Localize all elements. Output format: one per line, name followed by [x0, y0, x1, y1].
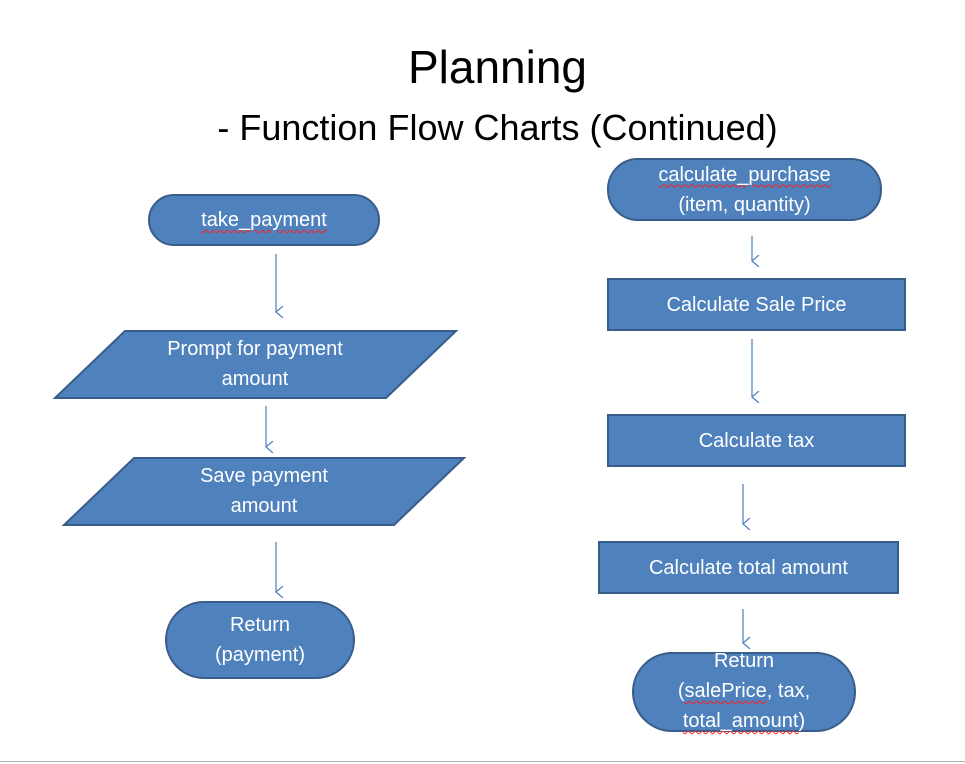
calculate-sale-price-process — [607, 278, 906, 331]
slide-subtitle: - Function Flow Charts (Continued) — [217, 107, 778, 148]
calculate-total-amount-process — [598, 541, 899, 594]
slide-title: Planning — [407, 41, 588, 93]
save-payment-input-shape — [61, 457, 467, 526]
prompt-payment-input-shape — [52, 330, 459, 399]
take-payment-terminator — [148, 194, 380, 246]
slide-bottom-border — [0, 761, 965, 762]
return-payment-terminator — [165, 601, 355, 679]
return-sale-terminator — [632, 652, 856, 732]
calculate-tax-process — [607, 414, 906, 467]
calculate-purchase-terminator — [607, 158, 882, 221]
